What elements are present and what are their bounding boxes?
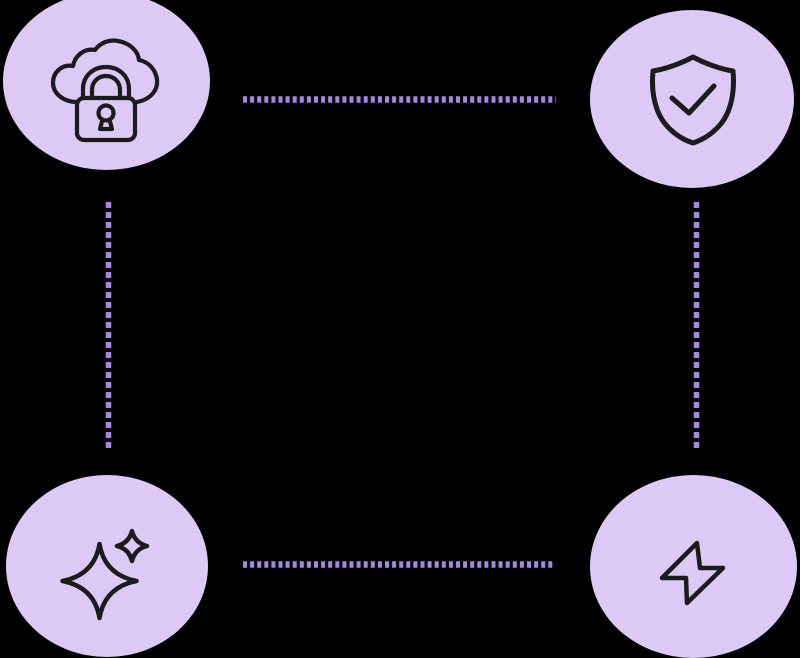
node-cloud-lock — [3, 0, 210, 170]
bolt-outline — [659, 540, 726, 606]
keyhole-stem — [97, 117, 115, 132]
connector-right — [693, 202, 700, 452]
connector-bottom — [243, 561, 555, 568]
connector-left — [105, 202, 112, 451]
lock-body — [74, 95, 138, 143]
node-shield-check — [590, 10, 794, 188]
connector-top — [243, 96, 556, 103]
node-ellipse — [3, 0, 210, 170]
node-ellipse — [590, 10, 794, 188]
node-ellipse — [590, 475, 797, 658]
sparkles-icon — [60, 528, 150, 621]
check-mark — [669, 83, 717, 116]
lightning-bolt-icon — [659, 540, 726, 606]
sparkle-small — [114, 528, 150, 564]
node-lightning-bolt — [590, 475, 797, 658]
node-sparkles — [6, 475, 208, 657]
cloud-lock-icon — [50, 38, 160, 143]
keyhole-circle — [96, 103, 116, 123]
cloud-outline — [50, 38, 160, 105]
shield-check-icon — [650, 54, 736, 146]
sparkle-large — [60, 541, 139, 621]
shield-outline — [650, 54, 736, 146]
lock-shackle-outer — [80, 64, 132, 101]
lock-shackle-inner — [89, 73, 123, 101]
